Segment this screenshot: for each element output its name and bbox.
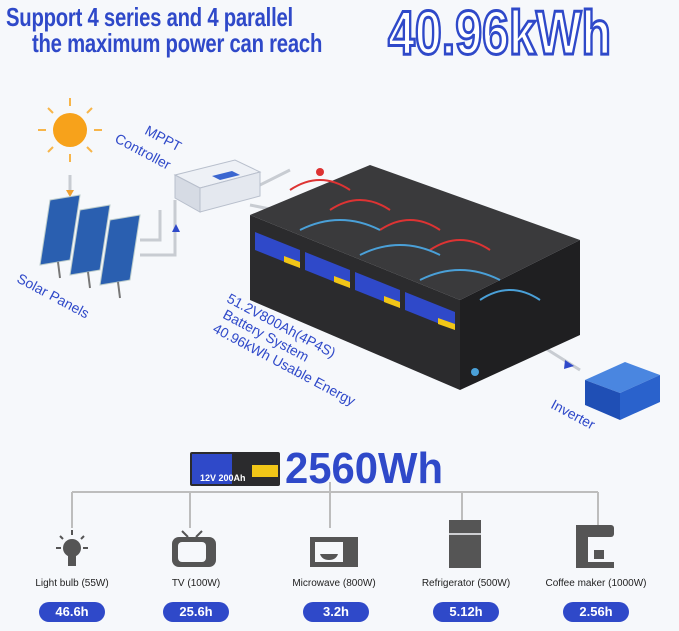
sun-icon: [38, 98, 102, 162]
inverter-icon: [585, 362, 660, 420]
runtime-badge: 46.6h: [39, 602, 105, 622]
runtime-badge: 3.2h: [303, 602, 369, 622]
single-battery-icon: 12V 200Ah: [190, 452, 280, 486]
appliance-label: Refrigerator (500W): [421, 578, 511, 589]
tv-icon: [172, 530, 216, 567]
refrigerator-icon: [449, 520, 481, 568]
max-capacity: 40.96kWh: [387, 0, 612, 70]
arrow-icon: [66, 190, 74, 197]
coffee-maker-icon: [576, 525, 614, 568]
arrow-icon: [172, 224, 180, 232]
mppt-controller-icon: [173, 159, 262, 213]
runtime-badge: 25.6h: [163, 602, 229, 622]
headline-line1: Support 4 series and 4 parallel: [6, 2, 293, 32]
runtime-badge: 2.56h: [563, 602, 629, 622]
microwave-icon: [310, 537, 358, 567]
battery-bank: [250, 165, 580, 390]
headline-line2: the maximum power can reach: [32, 28, 323, 58]
runtime-badge: 5.12h: [433, 602, 499, 622]
appliance-label: Light bulb (55W): [35, 578, 109, 589]
appliance-label: TV (100W): [171, 578, 221, 589]
battery-energy: 2560Wh: [285, 444, 443, 493]
appliance-label: Coffee maker (1000W): [545, 578, 647, 589]
connector-lines: [71, 482, 599, 528]
arrow-icon: [564, 360, 574, 369]
battery-label: 12V 200Ah: [200, 473, 246, 483]
light-bulb-icon: [56, 530, 88, 566]
solar-panels-icon: [39, 194, 141, 299]
appliance-label: Microwave (800W): [292, 578, 376, 589]
